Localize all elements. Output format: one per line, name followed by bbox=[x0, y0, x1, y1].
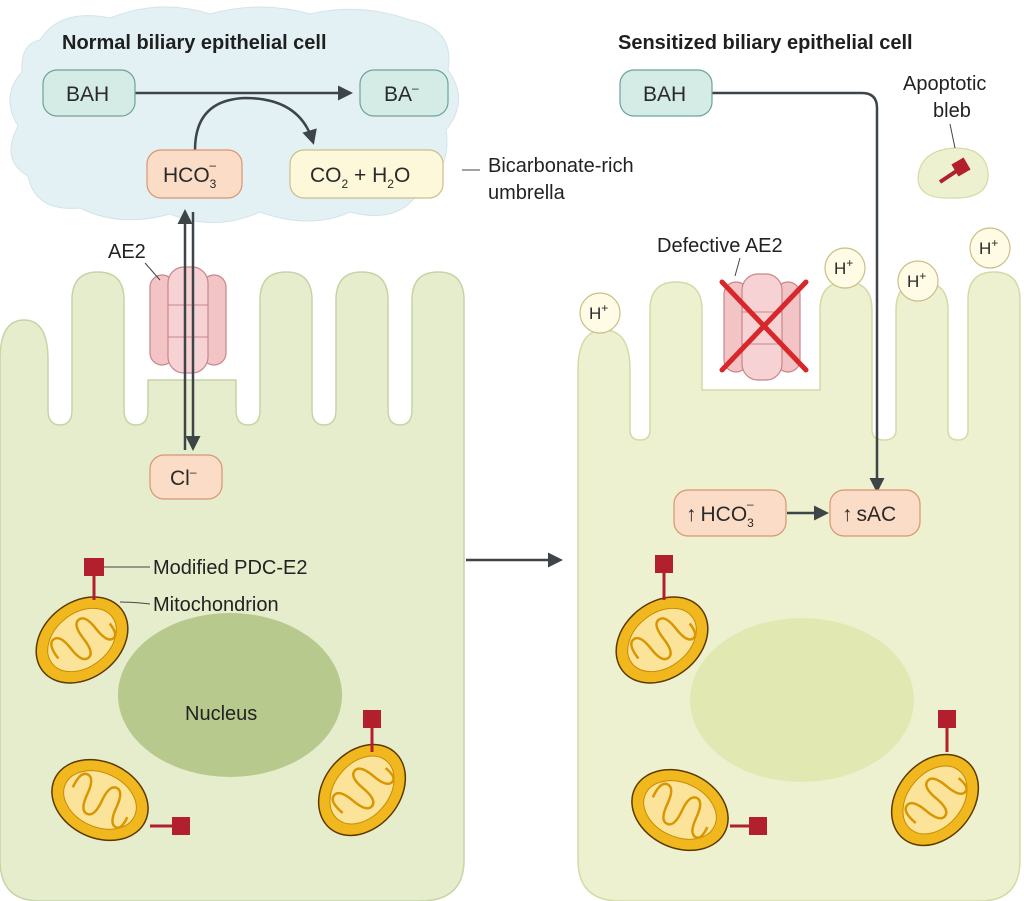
mitochondrion-label: Mitochondrion bbox=[153, 594, 279, 616]
sensitized-cell-body bbox=[577, 271, 1021, 901]
bah-text: BAH bbox=[66, 83, 109, 106]
pdc-e2-marker bbox=[363, 710, 381, 752]
svg-text:H+: H+ bbox=[834, 256, 853, 278]
proton-ion: H+ bbox=[579, 292, 621, 334]
cross-mark bbox=[719, 279, 809, 373]
ba-text: BA– bbox=[384, 81, 419, 106]
modified-pdc-e2-label: Modified PDC-E2 bbox=[153, 557, 308, 579]
hco3-text: HCO3– bbox=[163, 158, 217, 191]
apoptotic-bleb bbox=[917, 147, 989, 199]
pdc-e2-marker bbox=[655, 555, 673, 600]
cl-text: Cl– bbox=[170, 465, 197, 490]
defective-ae2-label: Defective AE2 bbox=[657, 235, 783, 257]
nucleus-label: Nucleus bbox=[185, 703, 257, 725]
umbrella-label-line1: Bicarbonate-rich bbox=[488, 155, 634, 177]
cl-box bbox=[149, 454, 223, 500]
left-panel-title: Normal biliary epithelial cell bbox=[62, 32, 327, 54]
right-panel-title: Sensitized biliary epithelial cell bbox=[618, 32, 913, 54]
co2-h2o-text: CO2 + H2O bbox=[310, 164, 410, 191]
pdc-e2-marker bbox=[730, 817, 767, 835]
ae2-label: AE2 bbox=[108, 241, 146, 263]
apoptotic-bleb-label-line2: bleb bbox=[933, 100, 971, 122]
increased-sac-box bbox=[829, 489, 921, 537]
apoptotic-bleb-label-line1: Apoptotic bbox=[903, 73, 986, 95]
normal-cell-body bbox=[0, 271, 465, 901]
proton-ion: H+ bbox=[969, 227, 1011, 269]
bah-box bbox=[42, 69, 136, 117]
increased-sac-text: ↑sAC bbox=[842, 503, 896, 526]
bah-box bbox=[619, 69, 713, 117]
bah-text: BAH bbox=[643, 83, 686, 106]
pdc-e2-marker bbox=[150, 817, 190, 835]
hco3-box bbox=[146, 149, 243, 199]
ae2-transporter bbox=[149, 266, 227, 374]
proton-ion: H+ bbox=[897, 260, 939, 302]
svg-text:H+: H+ bbox=[589, 301, 608, 323]
proton-ion: H+ bbox=[824, 247, 866, 289]
umbrella-label-line2: umbrella bbox=[488, 182, 566, 204]
increased-hco3-box bbox=[673, 489, 787, 537]
nucleus bbox=[690, 618, 914, 782]
pdc-e2-marker bbox=[938, 710, 956, 752]
increased-hco3-text: ↑HCO3– bbox=[686, 497, 754, 530]
pdc-e2-marker bbox=[84, 558, 104, 600]
svg-text:H+: H+ bbox=[979, 236, 998, 258]
ba-box bbox=[359, 69, 449, 117]
svg-text:H+: H+ bbox=[907, 269, 926, 291]
nucleus bbox=[118, 613, 342, 777]
co2-h2o-box bbox=[289, 149, 444, 199]
